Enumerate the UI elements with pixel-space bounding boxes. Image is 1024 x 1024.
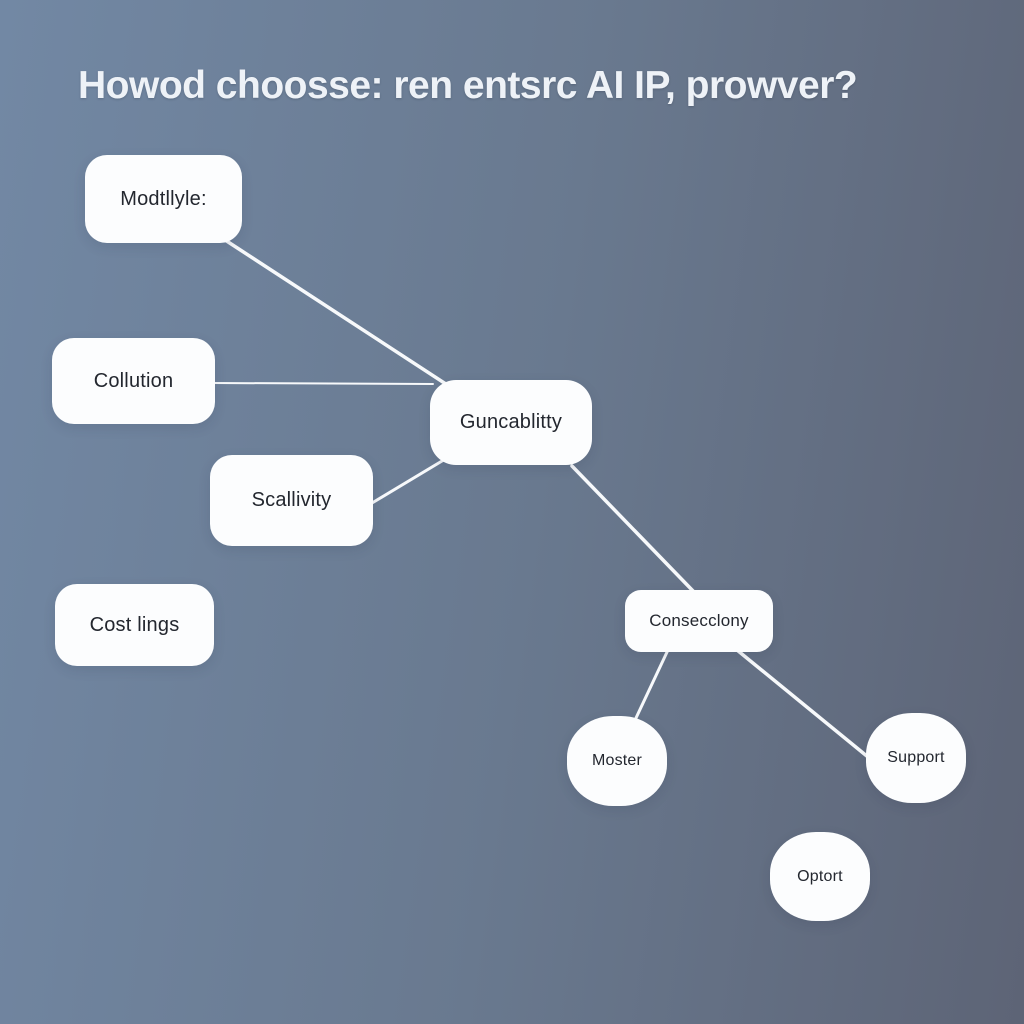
node-collution: Collution xyxy=(52,338,215,424)
node-moster: Moster xyxy=(567,716,667,806)
node-scallivity: Scallivity xyxy=(210,455,373,546)
edge-collution-guncablitty xyxy=(212,382,434,385)
node-modtllyle: Modtllyle: xyxy=(85,155,242,243)
edge-guncablitty-consecclony xyxy=(570,464,696,594)
edge-consecclony-support xyxy=(735,648,870,759)
node-support: Support xyxy=(866,713,966,803)
edge-scallivity-guncablitty xyxy=(370,456,449,505)
diagram-title: Howod choosse: ren entsrc AI IP, prowver… xyxy=(78,64,858,107)
node-cost-lings: Cost lings xyxy=(55,584,214,666)
node-optort: Optort xyxy=(770,832,870,921)
node-guncablitty: Guncablitty xyxy=(430,380,592,465)
edge-modtllyle-guncablitty xyxy=(220,236,454,390)
edge-consecclony-moster xyxy=(634,648,670,720)
node-consecclony: Consecclony xyxy=(625,590,773,652)
